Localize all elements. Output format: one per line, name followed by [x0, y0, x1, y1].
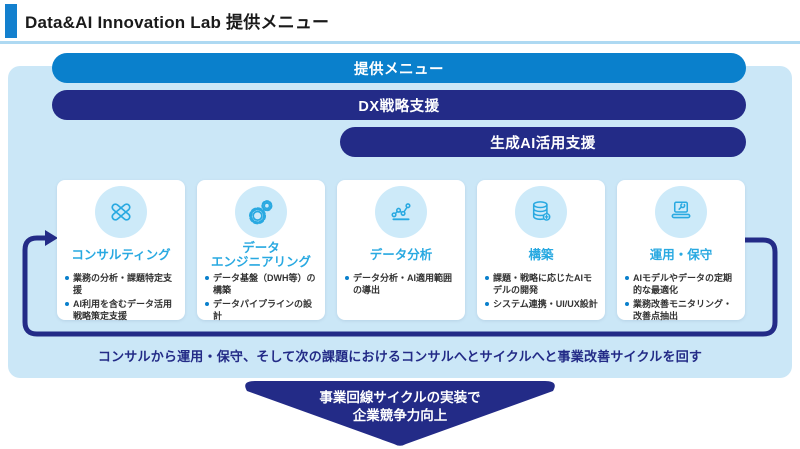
laptop-wrench-icon	[671, 201, 691, 219]
bullet-item: AIモデルやデータの定期的な最適化	[625, 272, 738, 296]
build-icon-circle	[515, 186, 567, 238]
bottom-arrow: 事業回線サイクルの実装で 企業競争力向上	[240, 380, 560, 449]
bullet-dot	[485, 302, 489, 307]
bullet-dot	[625, 276, 629, 280]
bullet-dot	[345, 276, 349, 280]
bullet-item: 業務の分析・課題特定支援	[65, 272, 178, 296]
bullet-item: データパイプラインの設計	[205, 298, 318, 322]
header-underline	[0, 41, 800, 44]
operation-icon-circle	[655, 186, 707, 238]
bullet-item: 課題・戦略に応じたAIモデルの開発	[485, 272, 598, 296]
bullet-dot	[65, 302, 69, 307]
bullet-item: データ分析・AI適用範囲の導出	[345, 272, 458, 296]
card-consulting-bullets: 業務の分析・課題特定支援 AI利用を含むデータ活用戦略策定支援	[57, 270, 185, 325]
data-analysis-icon-circle	[375, 186, 427, 238]
bar-genai-support-label: 生成AI活用支援	[490, 135, 596, 152]
card-operation-maintenance-bullets: AIモデルやデータの定期的な最適化 業務改善モニタリング・改善点抽出	[617, 270, 745, 325]
bullet-dot	[205, 302, 209, 307]
card-data-analysis-title: データ分析	[369, 247, 433, 262]
bar-genai-support: 生成AI活用支援	[340, 127, 746, 157]
line-chart-icon	[391, 203, 411, 221]
card-data-engineering-title: データ エンジニアリング	[210, 240, 311, 269]
bullet-item: データ基盤（DWH等）の構築	[205, 272, 318, 296]
page-title: Data&AI Innovation Lab 提供メニュー	[25, 13, 330, 32]
bottom-arrow-text-line1: 事業回線サイクルの実装で	[319, 390, 481, 405]
bar-dx-strategy-label: DX戦略支援	[358, 98, 440, 115]
cycle-caption: コンサルから運用・保守、そして次の課題におけるコンサルへとサイクルへと事業改善サ…	[97, 349, 703, 364]
database-icon	[532, 201, 551, 221]
cycle-arrowhead	[45, 230, 58, 246]
header-accent-bar	[5, 4, 17, 38]
card-operation-maintenance: 運用・保守 AIモデルやデータの定期的な最適化 業務改善モニタリング・改善点抽出	[617, 180, 745, 321]
bullet-dot	[205, 276, 209, 280]
card-consulting-title: コンサルティング	[71, 247, 171, 262]
down-arrow-shape	[245, 381, 555, 446]
gears-icon	[248, 200, 273, 225]
card-data-analysis-bullets: データ分析・AI適用範囲の導出	[337, 270, 465, 298]
bullet-dot	[485, 276, 489, 280]
handshake-icon	[111, 203, 131, 221]
consulting-icon-circle	[95, 186, 147, 238]
bar-teikyo-menu-label: 提供メニュー	[354, 61, 444, 78]
data-engineering-icon-circle	[235, 186, 287, 238]
bullet-item: 業務改善モニタリング・改善点抽出	[625, 298, 738, 322]
card-operation-maintenance-title: 運用・保守	[649, 247, 713, 262]
card-data-engineering-bullets: データ基盤（DWH等）の構築 データパイプラインの設計	[197, 270, 325, 325]
bar-dx-strategy: DX戦略支援	[52, 90, 746, 120]
bullet-item: システム連携・UI/UX設計	[485, 298, 598, 310]
card-build-title: 構築	[528, 247, 554, 262]
bottom-arrow-text-line2: 企業競争力向上	[352, 408, 448, 423]
card-data-engineering: データ エンジニアリング データ基盤（DWH等）の構築 データパイプラインの設計	[197, 180, 325, 321]
bullet-item: AI利用を含むデータ活用戦略策定支援	[65, 298, 178, 322]
card-build: 構築 課題・戦略に応じたAIモデルの開発 システム連携・UI/UX設計	[477, 180, 605, 320]
card-data-analysis: データ分析 データ分析・AI適用範囲の導出	[337, 180, 465, 320]
card-build-bullets: 課題・戦略に応じたAIモデルの開発 システム連携・UI/UX設計	[477, 270, 605, 312]
card-consulting: コンサルティング 業務の分析・課題特定支援 AI利用を含むデータ活用戦略策定支援	[57, 180, 185, 321]
bar-teikyo-menu: 提供メニュー	[52, 53, 746, 83]
bullet-dot	[625, 302, 629, 307]
bullet-dot	[65, 276, 69, 280]
